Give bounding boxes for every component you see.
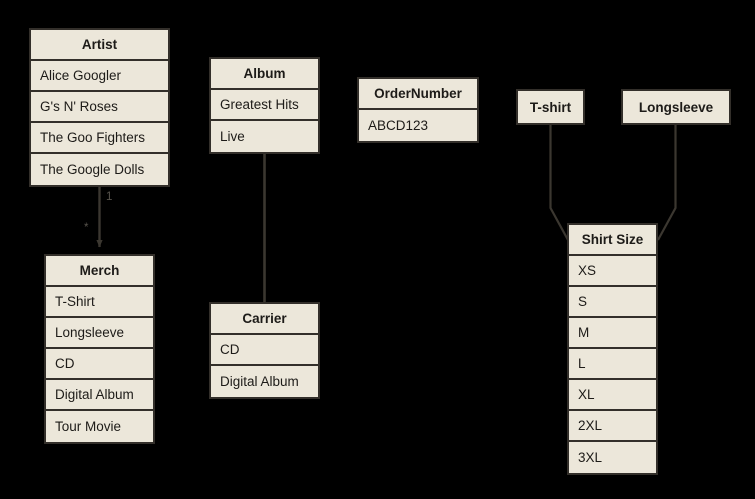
entity-artist-row[interactable]: Alice Googler bbox=[31, 61, 168, 92]
entity-merch-row[interactable]: T-Shirt bbox=[46, 287, 153, 318]
entity-longsleeve[interactable]: Longsleeve bbox=[621, 89, 731, 125]
edge-label-many: * bbox=[84, 222, 89, 234]
entity-ordernumber-row[interactable]: ABCD123 bbox=[359, 110, 477, 141]
entity-carrier-row[interactable]: Digital Album bbox=[211, 366, 318, 397]
entity-shirtsize-header: Shirt Size bbox=[569, 225, 656, 256]
entity-shirtsize-row[interactable]: XL bbox=[569, 380, 656, 411]
entity-shirtsize-row[interactable]: S bbox=[569, 287, 656, 318]
entity-merch-header: Merch bbox=[46, 256, 153, 287]
entity-merch-row[interactable]: CD bbox=[46, 349, 153, 380]
entity-tshirt-header: T-shirt bbox=[518, 91, 583, 123]
entity-shirtsize-row[interactable]: 2XL bbox=[569, 411, 656, 442]
edge-label-one: 1 bbox=[106, 191, 113, 203]
entity-carrier-header: Carrier bbox=[211, 304, 318, 335]
entity-shirtsize-row[interactable]: 3XL bbox=[569, 442, 656, 473]
entity-merch-row[interactable]: Longsleeve bbox=[46, 318, 153, 349]
entity-tshirt[interactable]: T-shirt bbox=[516, 89, 585, 125]
entity-shirtsize-row[interactable]: XS bbox=[569, 256, 656, 287]
entity-longsleeve-header: Longsleeve bbox=[623, 91, 729, 123]
entity-merch-row[interactable]: Digital Album bbox=[46, 380, 153, 411]
entity-merch-row[interactable]: Tour Movie bbox=[46, 411, 153, 442]
entity-artist-header: Artist bbox=[31, 30, 168, 61]
entity-artist-row[interactable]: G's N' Roses bbox=[31, 92, 168, 123]
entity-artist-row[interactable]: The Goo Fighters bbox=[31, 123, 168, 154]
connector-tshirt-to-shirtsize bbox=[549, 121, 569, 241]
entity-carrier-row[interactable]: CD bbox=[211, 335, 318, 366]
entity-ordernumber-header: OrderNumber bbox=[359, 79, 477, 110]
entity-album-header: Album bbox=[211, 59, 318, 90]
entity-album-row[interactable]: Greatest Hits bbox=[211, 90, 318, 121]
entity-shirtsize-row[interactable]: M bbox=[569, 318, 656, 349]
entity-shirtsize-row[interactable]: L bbox=[569, 349, 656, 380]
connector-longsleeve-to-shirtsize bbox=[657, 121, 677, 241]
entity-album-row[interactable]: Live bbox=[211, 121, 318, 152]
entity-artist-row[interactable]: The Google Dolls bbox=[31, 154, 168, 185]
